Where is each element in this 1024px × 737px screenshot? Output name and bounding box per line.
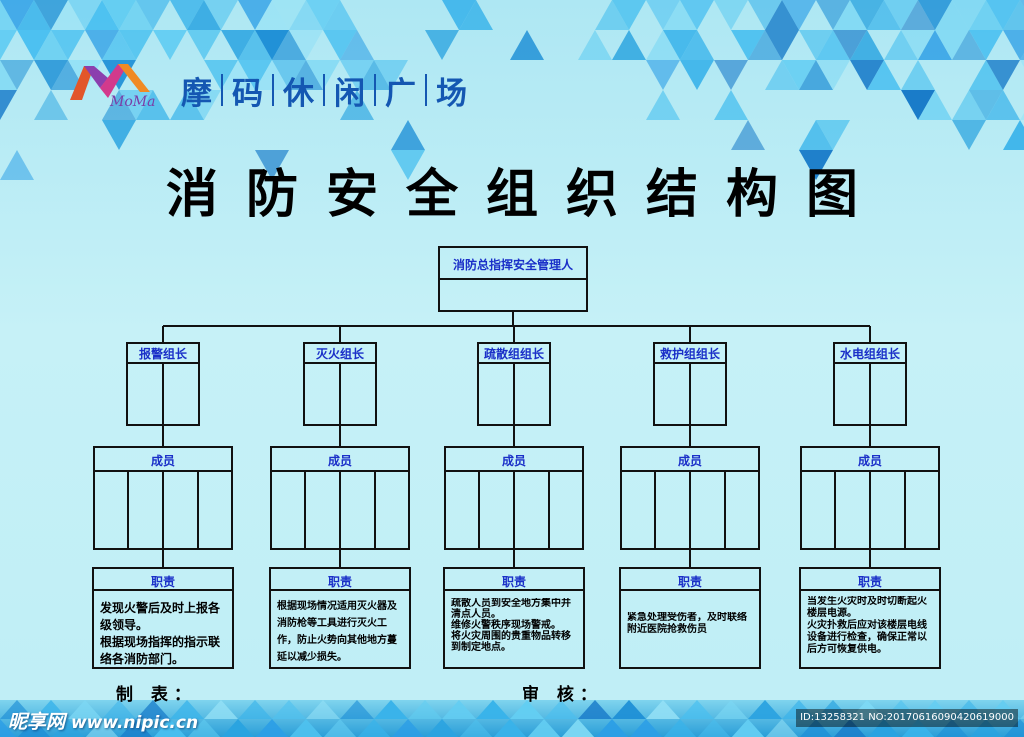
watermark-id: ID:13258321 NO:20170616090420619000: [796, 709, 1018, 727]
brand-char: 闲: [334, 75, 365, 112]
brand-separator: [221, 74, 223, 106]
brand-separator: [374, 74, 376, 106]
members-label: 成员: [327, 454, 352, 468]
chief-label: 消防总指挥安全管理人: [452, 258, 573, 272]
brand-char: 码: [232, 75, 263, 112]
brand-separator: [272, 74, 274, 106]
leader-label: 水电组组长: [839, 347, 900, 361]
duties-label: 职责: [501, 575, 526, 589]
duties-label: 职责: [327, 575, 352, 589]
members-label-divider: [270, 446, 410, 472]
chief-label-divider: [438, 246, 588, 280]
duties-label-divider: [92, 567, 234, 591]
logo-text: MoMa: [109, 94, 155, 110]
page-title: 消防安全组织结构图: [165, 165, 886, 225]
members-label-divider: [93, 446, 233, 472]
duties-label: 职责: [857, 575, 882, 589]
watermark-site-url: www.nipic.cn: [70, 713, 199, 733]
duties-text: 根据现场情况适用灭火器及消防枪等工具进行灭火工作，防止火势向其他地方蔓延以减少损…: [277, 601, 397, 663]
duties-label: 职责: [677, 575, 702, 589]
duties-label-divider: [443, 567, 585, 591]
leader-label-divider: [477, 342, 551, 364]
reviewed-by-label: 审 核：: [522, 685, 603, 705]
brand-name: 摩码休闲广场: [172, 68, 476, 112]
brand-char: 场: [436, 75, 467, 112]
brand-separator: [425, 74, 427, 106]
watermark-site: 昵享网 www.nipic.cn: [8, 707, 198, 734]
leader-label-divider: [303, 342, 377, 364]
leader-label-divider: [833, 342, 907, 364]
moma-logo: MoMa: [70, 64, 155, 110]
members-label: 成员: [857, 454, 882, 468]
members-label: 成员: [150, 454, 175, 468]
duties-label-divider: [799, 567, 941, 591]
members-label: 成员: [501, 454, 526, 468]
watermark-site-cn: 昵享网: [8, 711, 66, 733]
duties-text: 疏散人员到安全地方集中并清点人员。 维修火警秩序现场警戒。 将火灾周围的贵重物品…: [451, 598, 571, 653]
duties-text: 发现火警后及时上报各级领导。 根据现场指挥的指示联络各消防部门。: [100, 601, 221, 665]
members-label-divider: [444, 446, 584, 472]
brand-char: 休: [283, 75, 314, 112]
leader-label: 灭火组长: [315, 347, 364, 361]
duties-label-divider: [269, 567, 411, 591]
brand-char: 广: [385, 75, 416, 112]
made-by-label: 制 表：: [116, 685, 197, 705]
duties-text: 紧急处理受伤者，及时联络附近医院抢救伤员: [627, 612, 747, 635]
leader-label: 疏散组组长: [483, 347, 544, 361]
duties-text: 当发生火灾时及时切断起火楼层电源。 火灾扑救后应对该楼层电线设备进行检查，确保正…: [807, 596, 927, 655]
leader-label-divider: [126, 342, 200, 364]
leader-label: 救护组组长: [659, 347, 720, 361]
members-label-divider: [620, 446, 760, 472]
members-label: 成员: [677, 454, 702, 468]
brand-separator: [323, 74, 325, 106]
leader-label-divider: [653, 342, 727, 364]
duties-label-divider: [619, 567, 761, 591]
members-label-divider: [800, 446, 940, 472]
leader-label: 报警组长: [138, 347, 187, 361]
duties-label: 职责: [150, 575, 175, 589]
brand-char: 摩: [181, 75, 212, 112]
